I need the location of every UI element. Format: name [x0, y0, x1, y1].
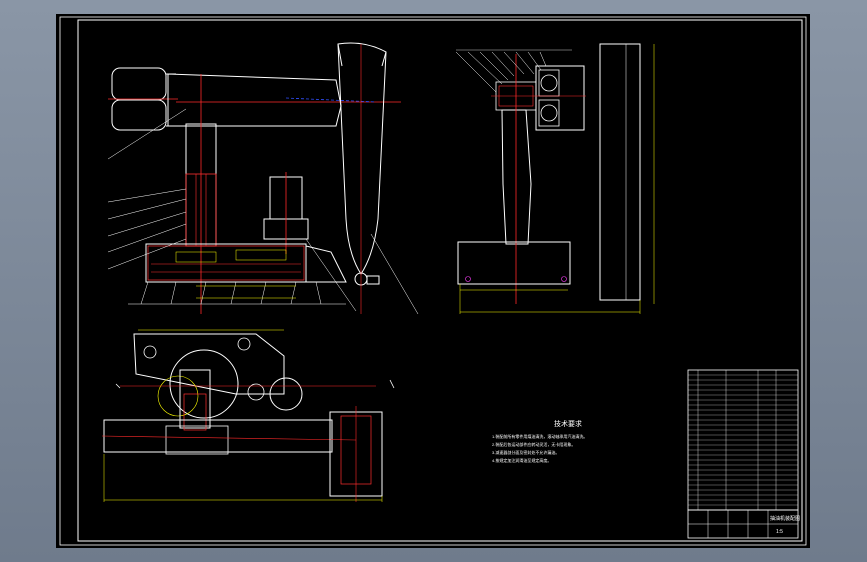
tech-requirements-title: 技术要求: [554, 419, 582, 428]
sheet-inner-border: [77, 19, 803, 542]
side-view: [455, 43, 655, 314]
tech-requirement-line: 3.减速器剖分面及密封处不允许漏油。: [492, 449, 559, 455]
drawing-scale: 1:5: [776, 529, 783, 535]
parts-list: [687, 369, 799, 511]
sheet-outer-border: [59, 16, 807, 546]
front-view: [107, 42, 419, 315]
plan-view: [101, 329, 395, 502]
tech-requirement-line: 2.装配后各运动部件应转动灵活，无卡阻现象。: [492, 441, 575, 447]
tech-requirement-line: 4.按规定加注润滑油至规定高度。: [492, 457, 551, 463]
tech-requirements: 技术要求 1.装配前所有零件用煤油清洗，滚动轴承用汽油清洗。 2.装配后各运动部…: [492, 419, 587, 463]
drawing-sheet: 技术要求 1.装配前所有零件用煤油清洗，滚动轴承用汽油清洗。 2.装配后各运动部…: [56, 14, 810, 548]
cad-drawing: 技术要求 1.装配前所有零件用煤油清洗，滚动轴承用汽油清洗。 2.装配后各运动部…: [59, 16, 807, 546]
tech-requirement-line: 1.装配前所有零件用煤油清洗，滚动轴承用汽油清洗。: [492, 433, 587, 439]
drawing-name: 抽油机装配图: [770, 515, 800, 522]
title-block: 抽油机装配图 1:5: [687, 509, 800, 539]
